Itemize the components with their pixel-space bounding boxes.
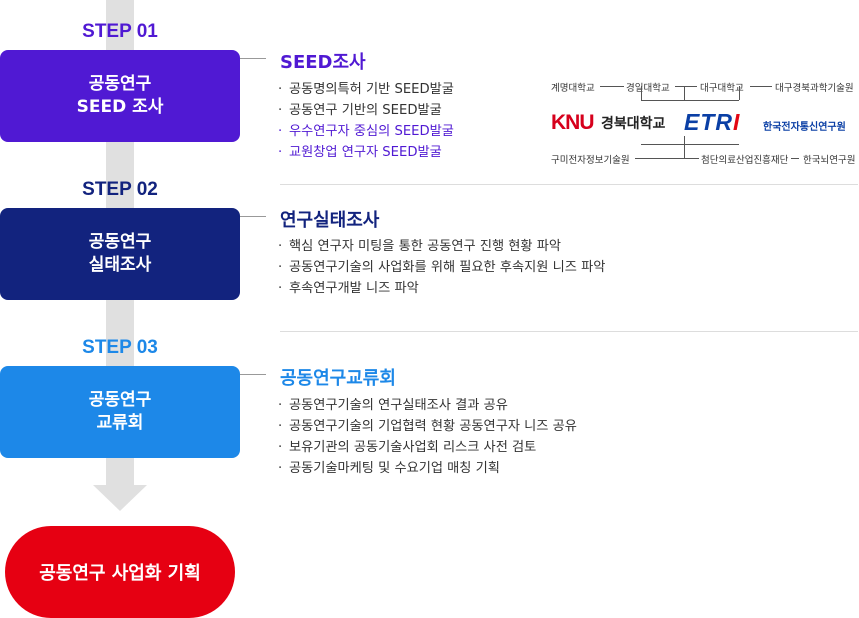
etri-logo-mark: ETRI (684, 109, 741, 135)
list-item: ·공동연구 기반의 SEED발굴 (278, 103, 442, 118)
section-1-title: SEED조사 (280, 52, 366, 73)
network-line (684, 158, 699, 159)
step-2-box: 공동연구 실태조사 (0, 208, 240, 300)
network-line (684, 86, 685, 100)
section-1-list: ·공동명의특허 기반 SEED발굴 ·공동연구 기반의 SEED발굴 ·우수연구… (278, 79, 454, 163)
network-line (684, 136, 685, 158)
step-1-box: 공동연구 SEED 조사 (0, 50, 240, 142)
partner-kyungil: 경일대학교 (626, 83, 670, 94)
list-item: ·우수연구자 중심의 SEED발굴 (278, 124, 454, 139)
list-item: ·핵심 연구자 미팅을 통한 공동연구 진행 현황 파악 (278, 239, 561, 254)
final-goal-badge: 공동연구 사업화 기획 (5, 526, 235, 618)
network-line (635, 158, 684, 159)
list-item: ·교원창업 연구자 SEED발굴 (278, 145, 442, 160)
step-3-line1: 공동연구 (88, 390, 152, 410)
section-3-list: ·공동연구기술의 연구실태조사 결과 공유 ·공동연구기술의 기업협력 현황 공… (278, 395, 577, 479)
step-3-label: STEP 03 (82, 337, 158, 358)
step-2-line1: 공동연구 (88, 232, 152, 252)
section-divider (280, 331, 858, 332)
network-line (641, 86, 642, 100)
list-item: ·공동명의특허 기반 SEED발굴 (278, 82, 454, 97)
step-1-line2: SEED 조사 (76, 97, 164, 117)
list-item: ·공동연구기술의 기업협력 현황 공동연구자 니즈 공유 (278, 419, 577, 434)
list-item: ·공동연구기술의 연구실태조사 결과 공유 (278, 398, 508, 413)
step-3-box: 공동연구 교류회 (0, 366, 240, 458)
step-2-line2: 실태조사 (88, 255, 152, 275)
partner-daegu-univ: 대구대학교 (700, 83, 744, 94)
step-3-line2: 교류회 (96, 413, 144, 433)
partner-keimyung: 계명대학교 (551, 83, 595, 94)
list-item: ·보유기관의 공동기술사업회 리스크 사전 검토 (278, 440, 537, 455)
knu-logo-mark: KNU (551, 111, 594, 134)
step-1-line1: 공동연구 (88, 74, 152, 94)
network-line (739, 86, 740, 100)
network-line (600, 86, 624, 87)
section-2-title: 연구실태조사 (280, 210, 380, 231)
step-2-label: STEP 02 (82, 179, 158, 200)
partner-dgist: 대구경북과학기술원 (775, 83, 854, 94)
flow-arrow-head (93, 485, 147, 511)
section-3-title: 공동연구교류회 (280, 368, 396, 389)
partner-kmedihub: 첨단의료산업진흥재단 (701, 155, 789, 166)
section-2-list: ·핵심 연구자 미팅을 통한 공동연구 진행 현황 파악 ·공동연구기술의 사업… (278, 236, 605, 299)
network-line (791, 158, 799, 159)
step-1-label: STEP 01 (82, 21, 158, 42)
network-line (641, 100, 739, 101)
list-item: ·공동기술마케팅 및 수요기업 매칭 기획 (278, 461, 500, 476)
partner-kbri: 한국뇌연구원 (803, 155, 856, 166)
network-line (675, 86, 697, 87)
knu-name: 경북대학교 (601, 116, 666, 132)
network-line (641, 144, 739, 145)
partner-network: 계명대학교 경일대학교 대구대학교 대구경북과학기술원 KNU 경북대학교 ET… (545, 78, 859, 168)
network-line (750, 86, 772, 87)
list-item: ·공동연구기술의 사업화를 위해 필요한 후속지원 니즈 파악 (278, 260, 606, 275)
etri-name: 한국전자통신연구원 (763, 122, 846, 133)
step-3-connector (240, 374, 266, 375)
section-divider (280, 184, 858, 185)
list-item: ·후속연구개발 니즈 파악 (278, 281, 419, 296)
partner-gumi: 구미전자정보기술원 (551, 155, 630, 166)
step-2-connector (240, 216, 266, 217)
step-1-connector (240, 58, 266, 59)
